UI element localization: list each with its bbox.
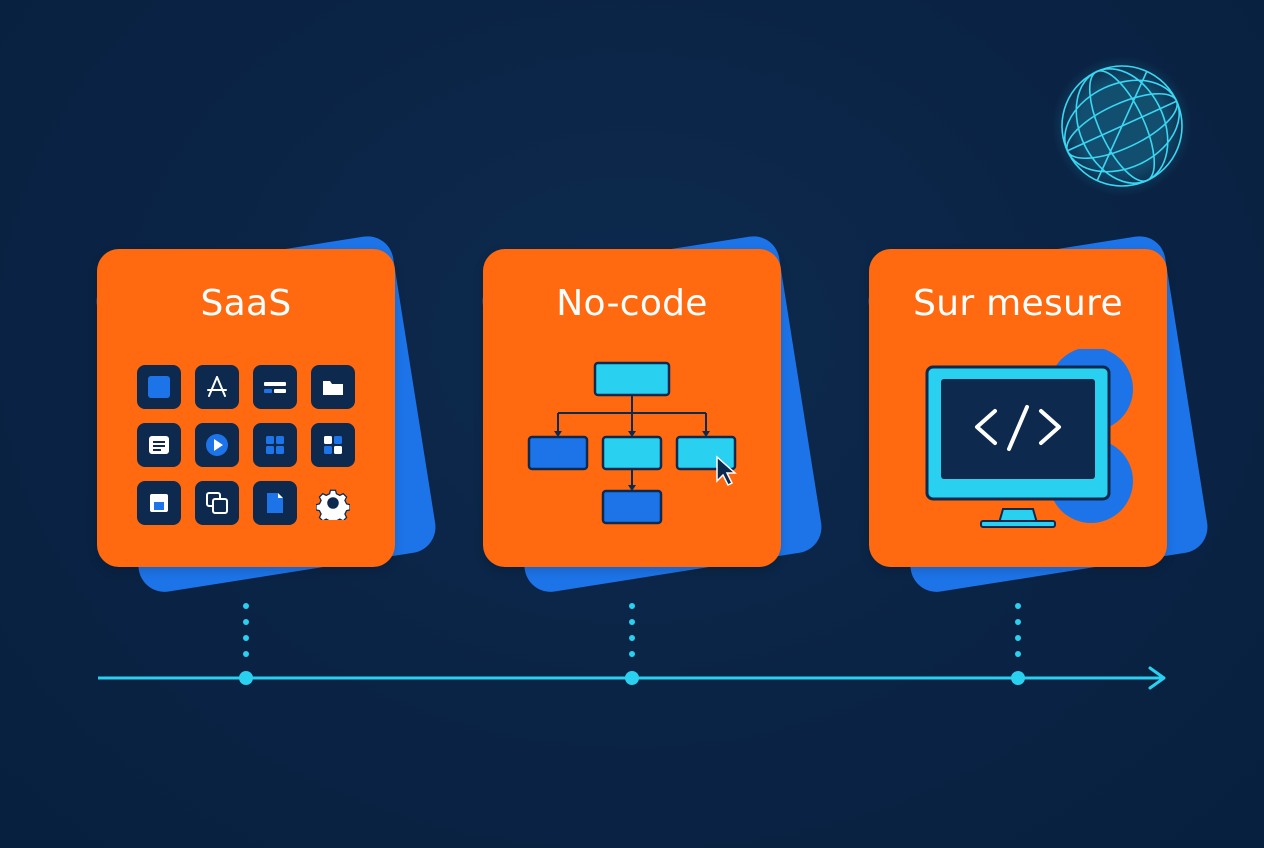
timeline-connector-nocode [625,603,639,685]
stage-nocode: No-code [478,232,826,596]
card-custom: Sur mesure [869,249,1167,567]
gear-icon [311,481,355,525]
timeline-connector-saas [239,603,253,685]
card-nocode: No-code [483,249,781,567]
stage-title: Sur mesure [913,283,1123,324]
stage-saas: SaaS [92,232,440,596]
document-icon [137,423,181,467]
toggle-bar-icon [253,365,297,409]
flowchart-icon [527,361,737,525]
grid-icon [253,423,297,467]
stage-title: SaaS [200,283,292,324]
square-icon [137,365,181,409]
code-monitor-icon [925,349,1133,528]
globe-icon [1052,56,1192,196]
stage-custom: Sur mesure [864,232,1212,596]
play-icon [195,423,239,467]
timeline-node-custom [1011,671,1025,685]
save-icon [137,481,181,525]
file-icon [253,481,297,525]
timeline-node-saas [239,671,253,685]
timeline-node-nocode [625,671,639,685]
timeline-axis [98,666,1166,690]
card-saas: SaaS [97,249,395,567]
folder-icon [311,365,355,409]
cursor-icon [716,455,737,487]
stage-title: No-code [556,283,708,324]
timeline-connector-custom [1011,603,1025,685]
grid-alt-icon [311,423,355,467]
saas-app-grid [97,349,395,549]
copy-icon [195,481,239,525]
app-store-icon [195,365,239,409]
